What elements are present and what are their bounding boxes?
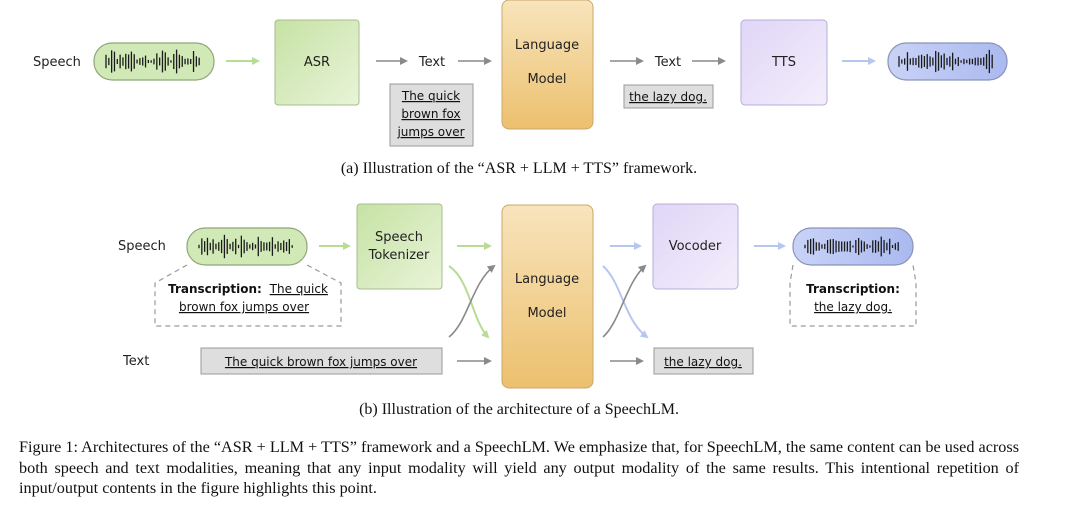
tokenizer-label-line-2: Tokenizer bbox=[368, 248, 430, 263]
input-transcription-text-2: brown fox jumps over bbox=[179, 300, 309, 314]
lm-b-label-line-1: Language bbox=[515, 272, 579, 287]
speech-input-waveform-b bbox=[186, 227, 308, 266]
waveform-glyph bbox=[804, 236, 899, 257]
caption-b: (b) Illustration of the architecture of … bbox=[359, 401, 679, 418]
speech-output-waveform-b bbox=[792, 227, 914, 266]
language-model-box-a: Language Model bbox=[501, 0, 594, 130]
speech-output-waveform-a bbox=[887, 42, 1008, 81]
output-text-box-a: the lazy dog. bbox=[623, 84, 714, 109]
tokenizer-label-line-1: Speech bbox=[375, 230, 423, 245]
svg-text:Transcription: The quick: Transcription: The quick bbox=[168, 282, 328, 296]
speech-input-waveform bbox=[93, 42, 215, 81]
output-transcription-box: Transcription: the lazy dog. bbox=[789, 264, 917, 327]
tts-box: TTS bbox=[740, 19, 828, 106]
speech-tokenizer-box: Speech Tokenizer bbox=[356, 203, 443, 290]
input-transcription-box: Transcription: The quick brown fox jumps… bbox=[154, 264, 342, 327]
input-text-b: The quick brown fox jumps over bbox=[224, 355, 417, 369]
waveform-glyph bbox=[105, 49, 200, 74]
input-text-line-1: The quick bbox=[401, 89, 460, 103]
output-transcription-text: the lazy dog. bbox=[814, 300, 892, 314]
lm-label-line-2: Model bbox=[527, 72, 566, 87]
tts-label: TTS bbox=[771, 55, 796, 70]
vocoder-box: Vocoder bbox=[652, 203, 739, 290]
speech-input-label: Speech bbox=[33, 55, 81, 70]
arrow-text-cross-up bbox=[448, 264, 496, 338]
architecture-figure: Speech ASR Text The quick brown fox jump… bbox=[33, 0, 1008, 418]
input-transcription-prefix: Transcription: bbox=[168, 282, 262, 296]
input-text-line-2: brown fox bbox=[401, 107, 460, 121]
input-text-line-3: jumps over bbox=[396, 125, 464, 139]
output-text-box-b: the lazy dog. bbox=[653, 347, 754, 375]
speech-input-label-b: Speech bbox=[118, 239, 166, 254]
waveform-glyph bbox=[198, 234, 293, 259]
lm-b-label-line-2: Model bbox=[527, 306, 566, 321]
asr-label: ASR bbox=[304, 55, 330, 70]
input-transcription-text-1: The quick bbox=[269, 282, 328, 296]
caption-a: (a) Illustration of the “ASR + LLM + TTS… bbox=[341, 160, 697, 177]
text-label-asr: Text bbox=[418, 55, 445, 70]
text-label-lm: Text bbox=[654, 55, 681, 70]
input-text-box: The quick brown fox jumps over bbox=[389, 83, 474, 147]
vocoder-label: Vocoder bbox=[669, 239, 722, 254]
output-text-b: the lazy dog. bbox=[664, 355, 742, 369]
arrow-lm-cross-down bbox=[602, 265, 649, 339]
output-text-a: the lazy dog. bbox=[629, 90, 707, 104]
lm-label-line-1: Language bbox=[515, 38, 579, 53]
figure-caption: Figure 1: Architectures of the “ASR + LL… bbox=[19, 438, 1019, 497]
arrow-lm-cross-up bbox=[602, 264, 647, 338]
arrow-tokenizer-cross-down bbox=[448, 265, 490, 339]
output-transcription-prefix: Transcription: bbox=[806, 282, 900, 296]
text-input-label-b: Text bbox=[122, 354, 149, 369]
input-text-box-b: The quick brown fox jumps over bbox=[200, 347, 443, 375]
language-model-box-b: Language Model bbox=[501, 204, 594, 389]
waveform-glyph bbox=[898, 49, 993, 74]
asr-box: ASR bbox=[274, 19, 360, 106]
